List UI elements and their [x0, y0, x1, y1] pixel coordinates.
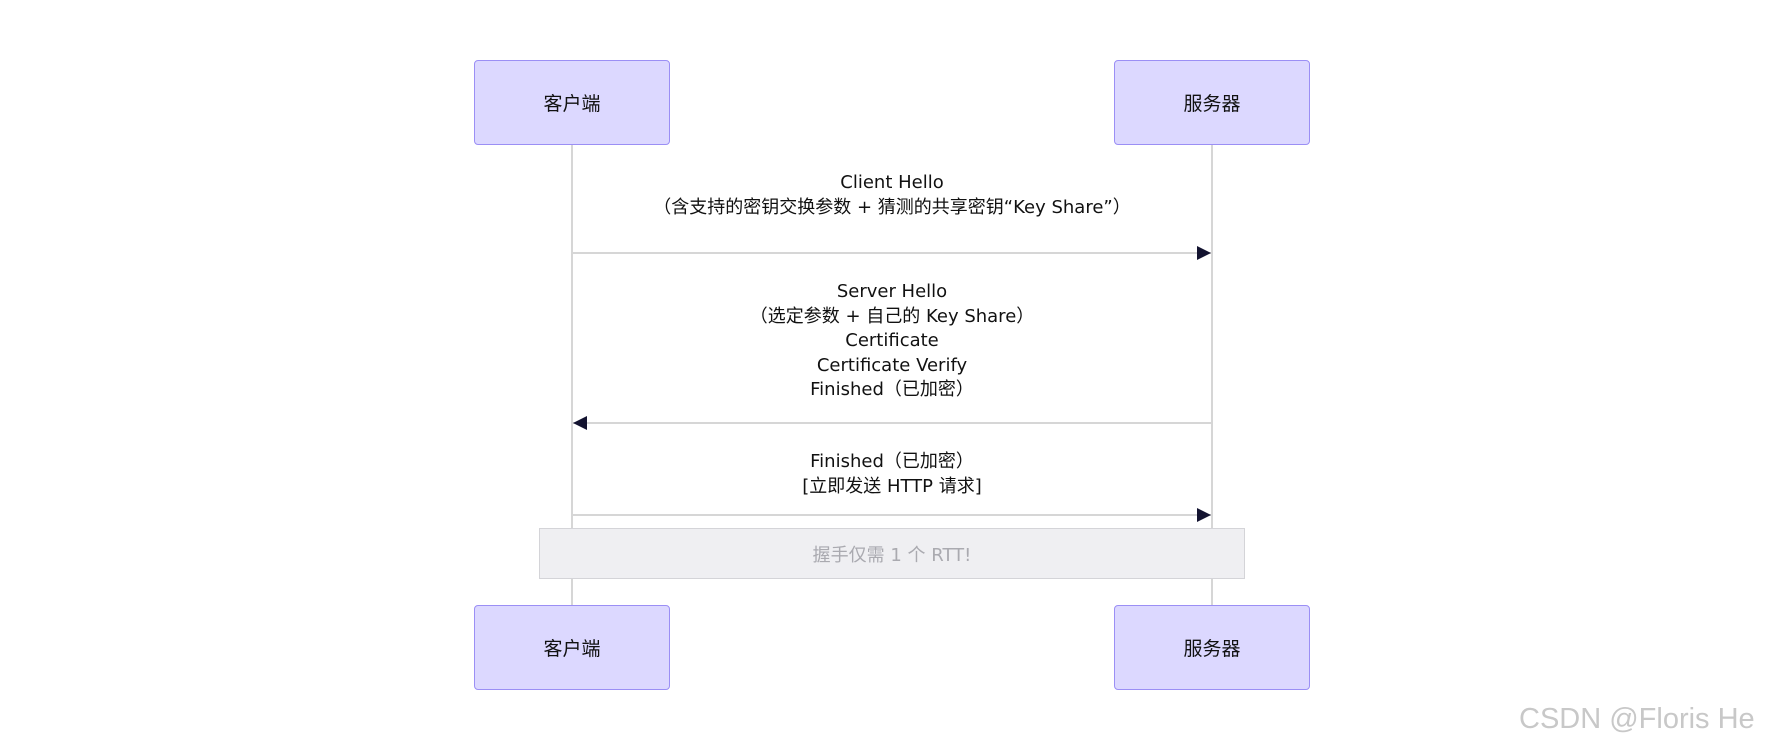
message-line: （选定参数 + 自己的 Key Share） [749, 305, 1035, 327]
actor-label: 服务器 [1183, 93, 1241, 115]
message-server-hello: Server Hello （选定参数 + 自己的 Key Share） Cert… [572, 280, 1212, 403]
message-line: Certificate Verify [816, 354, 968, 376]
message-line: （含支持的密钥交换参数 + 猜测的共享密钥“Key Share”） [653, 196, 1131, 218]
note-rtt: 握手仅需 1 个 RTT! [539, 528, 1245, 579]
arrow-server-to-client [572, 422, 1212, 424]
actor-label: 服务器 [1183, 638, 1241, 660]
actor-server-bottom: 服务器 [1114, 605, 1310, 690]
watermark: CSDN @Floris He [1519, 703, 1755, 735]
message-line: [立即发送 HTTP 请求] [802, 475, 982, 497]
actor-label: 客户端 [543, 638, 601, 660]
client-lifeline [571, 145, 573, 605]
server-lifeline [1211, 145, 1213, 605]
actor-client-top: 客户端 [474, 60, 670, 145]
message-line: Certificate [845, 330, 939, 351]
message-line: Client Hello [840, 172, 944, 193]
message-line: Finished（已加密） [810, 379, 974, 400]
actor-label: 客户端 [543, 93, 601, 115]
arrowhead-right-icon [1197, 508, 1211, 522]
arrowhead-right-icon [1197, 246, 1211, 260]
arrow-client-to-server-2 [572, 514, 1212, 516]
message-line: Finished（已加密） [810, 451, 974, 472]
message-line: Server Hello [836, 281, 948, 302]
actor-client-bottom: 客户端 [474, 605, 670, 690]
message-client-finished: Finished（已加密） [立即发送 HTTP 请求] [572, 450, 1212, 499]
note-text: 握手仅需 1 个 RTT! [812, 544, 972, 566]
arrow-client-to-server-1 [572, 252, 1212, 254]
message-client-hello: Client Hello （含支持的密钥交换参数 + 猜测的共享密钥“Key S… [572, 171, 1212, 220]
arrowhead-left-icon [573, 416, 587, 430]
actor-server-top: 服务器 [1114, 60, 1310, 145]
